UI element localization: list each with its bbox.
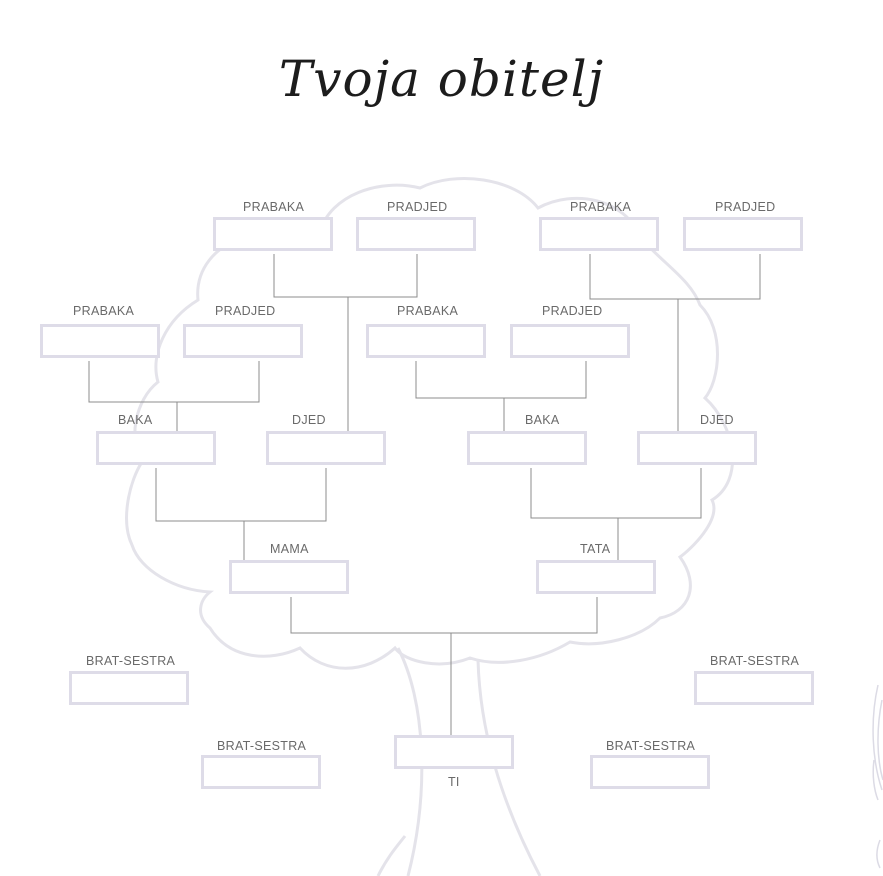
label-djed-1: DJED <box>292 413 326 427</box>
box-prabaka-4[interactable] <box>366 324 486 358</box>
corner-leaf-decoration <box>872 684 883 869</box>
box-baka-1[interactable] <box>96 431 216 465</box>
label-pradjed-4: PRADJED <box>542 304 603 318</box>
box-brat-sestra-1[interactable] <box>69 671 189 705</box>
label-baka-2: BAKA <box>525 413 560 427</box>
box-brat-sestra-4[interactable] <box>590 755 710 789</box>
box-baka-2[interactable] <box>467 431 587 465</box>
box-ti[interactable] <box>394 735 514 769</box>
label-tata: TATA <box>580 542 611 556</box>
tree-trunk-root <box>376 835 407 876</box>
box-pradjed-3[interactable] <box>183 324 303 358</box>
box-prabaka-1[interactable] <box>213 217 333 251</box>
label-pradjed-3: PRADJED <box>215 304 276 318</box>
label-djed-2: DJED <box>700 413 734 427</box>
box-brat-sestra-2[interactable] <box>694 671 814 705</box>
label-prabaka-2: PRABAKA <box>570 200 632 214</box>
label-brat-sestra-4: BRAT-SESTRA <box>606 739 696 753</box>
box-brat-sestra-3[interactable] <box>201 755 321 789</box>
label-brat-sestra-2: BRAT-SESTRA <box>710 654 800 668</box>
box-pradjed-2[interactable] <box>683 217 803 251</box>
box-djed-1[interactable] <box>266 431 386 465</box>
box-pradjed-4[interactable] <box>510 324 630 358</box>
box-pradjed-1[interactable] <box>356 217 476 251</box>
box-prabaka-3[interactable] <box>40 324 160 358</box>
box-djed-2[interactable] <box>637 431 757 465</box>
label-ti: TI <box>448 775 460 789</box>
label-prabaka-3: PRABAKA <box>73 304 135 318</box>
box-mama[interactable] <box>229 560 349 594</box>
label-prabaka-1: PRABAKA <box>243 200 305 214</box>
box-tata[interactable] <box>536 560 656 594</box>
box-prabaka-2[interactable] <box>539 217 659 251</box>
label-brat-sestra-3: BRAT-SESTRA <box>217 739 307 753</box>
label-brat-sestra-1: BRAT-SESTRA <box>86 654 176 668</box>
label-prabaka-4: PRABAKA <box>397 304 459 318</box>
label-baka-1: BAKA <box>118 413 153 427</box>
label-pradjed-1: PRADJED <box>387 200 448 214</box>
page-title: Tvoja obitelj <box>278 50 605 108</box>
label-mama: MAMA <box>270 542 309 556</box>
label-pradjed-2: PRADJED <box>715 200 776 214</box>
